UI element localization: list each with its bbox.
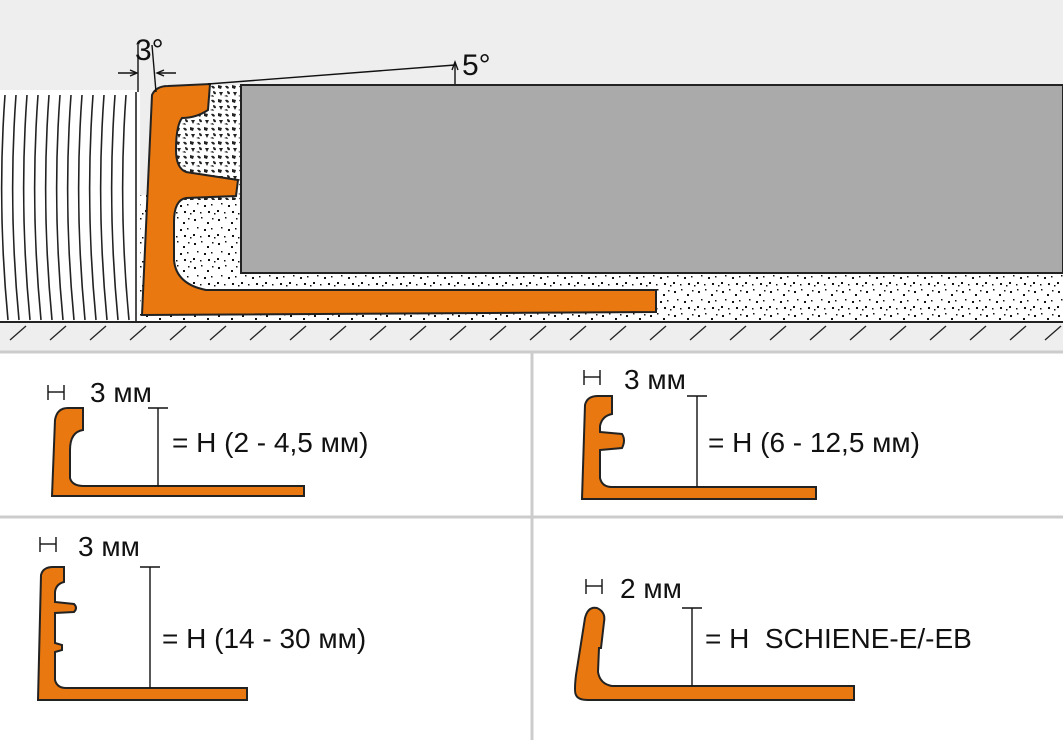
profile-section	[140, 82, 657, 317]
width-label-4: 2 мм	[620, 573, 682, 604]
floor-hatch	[9, 325, 1062, 341]
width-label-3: 3 мм	[78, 531, 140, 562]
panel-3: 3 мм = H (14 - 30 мм)	[36, 531, 366, 701]
angle-wall-annotation	[118, 44, 176, 93]
panel-4: 2 мм = H SCHIENE-E/-EB	[574, 573, 972, 701]
width-marker-2	[583, 370, 601, 385]
angle-tile-label: 5°	[462, 49, 491, 82]
height-label-3: = H (14 - 30 мм)	[162, 623, 366, 654]
wall-plaster	[0, 90, 140, 322]
height-label-1: = H (2 - 4,5 мм)	[172, 427, 368, 458]
profile-2	[580, 395, 817, 500]
angle-wall-label: 3°	[135, 34, 164, 67]
width-marker-3	[39, 537, 57, 552]
panel-1: 3 мм = H (2 - 4,5 мм)	[47, 377, 368, 497]
tile	[240, 84, 1063, 274]
width-marker-1	[47, 385, 65, 400]
profile-3	[36, 566, 248, 701]
height-marker-4	[682, 607, 702, 686]
width-label-1: 3 мм	[90, 377, 152, 408]
panel-2: 3 мм = H (6 - 12,5 мм)	[580, 364, 920, 500]
height-marker-1	[148, 407, 168, 486]
width-marker-4	[585, 579, 603, 594]
height-marker-3	[140, 566, 160, 688]
height-marker-2	[687, 395, 707, 487]
profile-1	[50, 407, 305, 497]
profile-4	[574, 606, 855, 701]
width-label-2: 3 мм	[624, 364, 686, 395]
height-label-4: = H SCHIENE-E/-EB	[705, 623, 972, 654]
angle-tile-annotation	[207, 60, 459, 85]
height-label-2: = H (6 - 12,5 мм)	[708, 427, 920, 458]
